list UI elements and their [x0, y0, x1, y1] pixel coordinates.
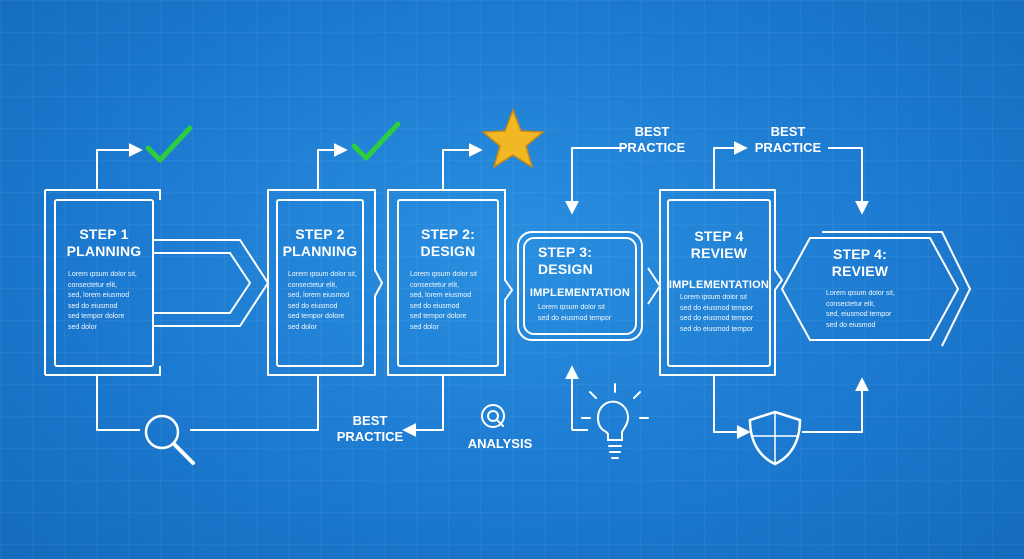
- magnifier-icon: [144, 414, 195, 465]
- best-practice-label-top-1: BEST PRACTICE: [618, 124, 686, 156]
- step6-body: Lorem ipsum dolor sit, consectetur elit,…: [826, 290, 895, 329]
- check-icon: [351, 121, 401, 161]
- best-practice-label-bottom: BEST PRACTICE: [336, 413, 404, 445]
- shield-icon: [748, 410, 802, 466]
- step6-hexagon[interactable]: [781, 237, 959, 341]
- step3-title: STEP 2: DESIGN: [420, 226, 476, 259]
- step2-body: Lorem ipsum dolor sit, consectetur elit,…: [288, 271, 357, 331]
- step5-box[interactable]: [667, 199, 771, 367]
- analysis-icon: [481, 404, 505, 428]
- best-practice-label-top-2: BEST PRACTICE: [754, 124, 822, 156]
- step5-body: Lorem ipsum dolor sit sed do eiusmod tem…: [680, 294, 754, 333]
- step6-title: STEP 4: REVIEW: [831, 246, 889, 279]
- step4-box[interactable]: [517, 231, 643, 341]
- step4-title: STEP 3: DESIGN: [538, 244, 593, 277]
- analysis-label: ANALYSIS: [467, 436, 533, 451]
- step3-box[interactable]: [397, 199, 499, 367]
- step1-title: STEP 1 PLANNING: [66, 226, 142, 259]
- step1-body: Lorem ipsum dolor sit, consectetur elit,…: [68, 271, 137, 331]
- step2-title: STEP 2 PLANNING: [282, 226, 358, 259]
- step3-body: Lorem ipsum dolor sit consectetur elit, …: [410, 271, 477, 331]
- step1-box[interactable]: [54, 199, 154, 367]
- check-icon: [145, 125, 193, 163]
- step2-box[interactable]: [276, 199, 364, 367]
- step5-subtitle: IMPLEMENTATION: [668, 279, 770, 291]
- lightbulb-icon: [581, 383, 649, 459]
- step5-title: STEP 4 REVIEW: [690, 228, 748, 261]
- step4-body: Lorem ipsum dolor sit sed do eiusmod tem…: [538, 304, 612, 322]
- star-icon: [481, 107, 545, 169]
- step4-subtitle: IMPLEMENTATION: [529, 287, 631, 299]
